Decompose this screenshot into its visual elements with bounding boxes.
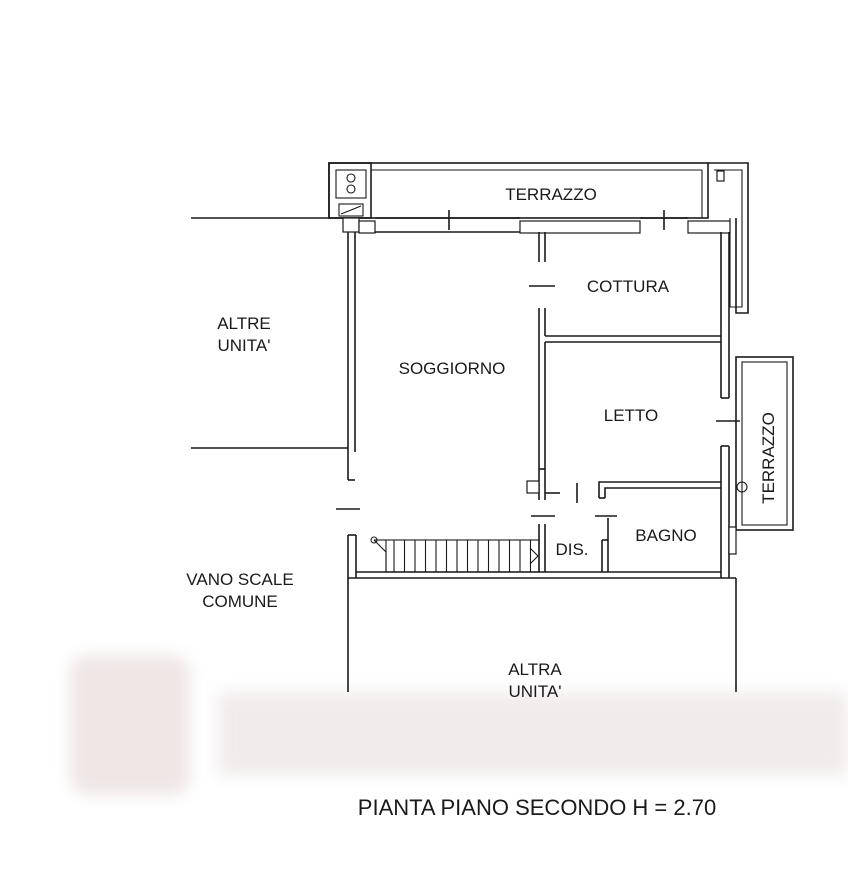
label-terrazzo-right: TERRAZZO [759, 412, 778, 504]
label-bagno: BAGNO [635, 526, 696, 545]
label-altra-unita-line2: UNITA' [509, 682, 562, 701]
label-altra-unita-line1: ALTRA [508, 660, 562, 679]
label-letto: LETTO [604, 406, 658, 425]
plan-caption: PIANTA PIANO SECONDO H = 2.70 [358, 795, 716, 820]
terrace-right-outline [735, 356, 794, 531]
label-vano-scale-line2: COMUNE [202, 592, 278, 611]
staircase [370, 536, 540, 573]
label-terrazzo-top: TERRAZZO [505, 185, 597, 204]
blurred-watermark-left [70, 655, 190, 795]
label-cottura: COTTURA [587, 277, 670, 296]
label-altre-unita-line2: UNITA' [218, 336, 271, 355]
label-soggiorno: SOGGIORNO [399, 359, 506, 378]
terrace-side-strip [708, 162, 749, 314]
blurred-watermark-main [218, 692, 848, 776]
label-dis: DIS. [555, 540, 588, 559]
interior-walls [526, 232, 721, 572]
exterior-walls [336, 210, 748, 579]
shaft-block [328, 162, 372, 233]
label-altre-unita-line1: ALTRE [217, 314, 271, 333]
label-vano-scale-line1: VANO SCALE [186, 570, 293, 589]
neighbour-walls [191, 217, 737, 692]
